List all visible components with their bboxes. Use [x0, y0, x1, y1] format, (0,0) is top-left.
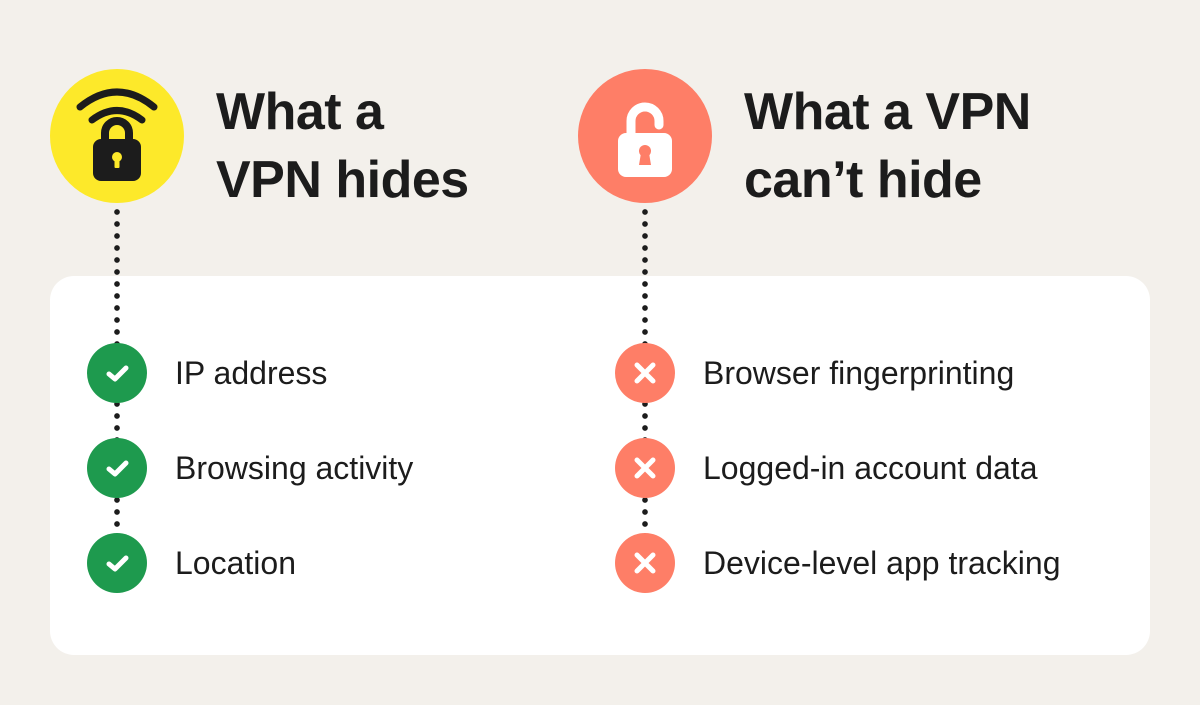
wifi-lock-icon	[50, 69, 184, 203]
list-item: Browsing activity	[87, 438, 413, 498]
left-heading-line1: What a	[216, 83, 384, 141]
check-icon	[87, 533, 147, 593]
item-label: Location	[175, 544, 296, 581]
right-heading: What a VPN can’t hide	[744, 78, 1031, 214]
check-icon	[87, 343, 147, 403]
item-label: Device-level app tracking	[703, 544, 1061, 581]
content-card	[50, 276, 1150, 655]
list-item: Logged-in account data	[615, 438, 1037, 498]
right-heading-line2: can’t hide	[744, 151, 982, 209]
x-icon	[615, 533, 675, 593]
list-item: Device-level app tracking	[615, 533, 1061, 593]
list-item: IP address	[87, 343, 327, 403]
item-label: Logged-in account data	[703, 449, 1038, 486]
x-icon	[615, 343, 675, 403]
list-item: Location	[87, 533, 296, 593]
x-icon	[615, 438, 675, 498]
check-icon	[87, 438, 147, 498]
unlocked-padlock-icon	[578, 69, 712, 203]
right-heading-line1: What a VPN	[744, 83, 1031, 141]
left-heading-line2: VPN hides	[216, 151, 469, 209]
left-heading: What a VPN hides	[216, 78, 469, 214]
item-label: IP address	[175, 354, 328, 391]
item-label: Browsing activity	[175, 449, 414, 486]
list-item: Browser fingerprinting	[615, 343, 1014, 403]
item-label: Browser fingerprinting	[703, 354, 1015, 391]
